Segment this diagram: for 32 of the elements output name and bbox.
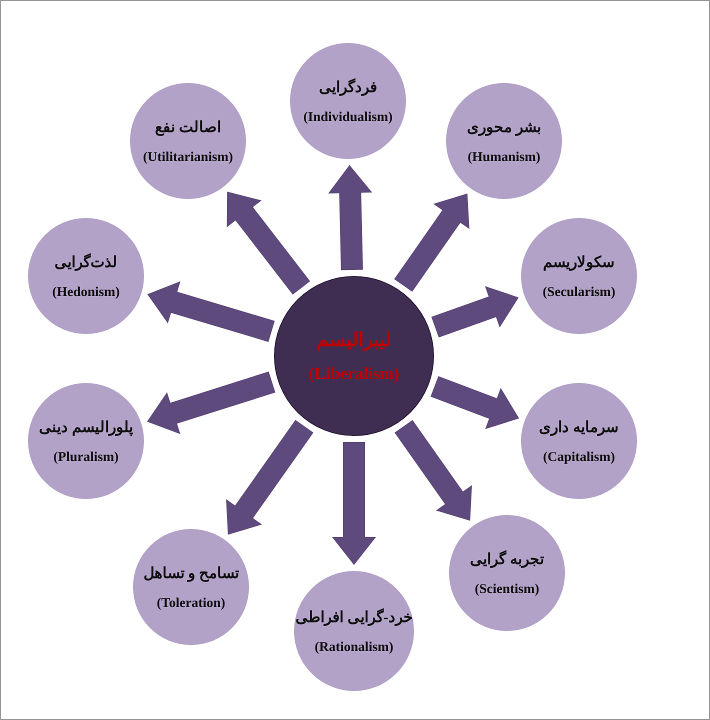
persian-term: تسامح و تساهل bbox=[143, 564, 239, 582]
english-term: (Scientism) bbox=[474, 580, 540, 596]
english-term: (Toleration) bbox=[156, 594, 226, 610]
persian-term: اصالت نفع bbox=[155, 118, 221, 136]
arrow bbox=[430, 376, 520, 430]
english-term: (Individualism) bbox=[303, 108, 393, 124]
english-term: (Secularism) bbox=[542, 284, 616, 300]
arrow bbox=[226, 192, 310, 295]
arrow bbox=[226, 420, 314, 535]
persian-term: سرمایه داری bbox=[539, 418, 619, 436]
persian-term: ليبراليسم bbox=[316, 329, 392, 352]
arrow bbox=[332, 442, 376, 565]
arrow bbox=[147, 281, 275, 342]
english-term: (Hedonism) bbox=[52, 284, 120, 300]
arrow bbox=[147, 372, 276, 434]
english-term: (Humanism) bbox=[468, 148, 540, 164]
english-term: (Rationalism) bbox=[314, 638, 394, 654]
arrow bbox=[394, 194, 470, 292]
english-term: (Pluralism) bbox=[53, 448, 119, 464]
english-term: (Utilitarianism) bbox=[143, 148, 233, 164]
arrow bbox=[431, 286, 519, 338]
arrow bbox=[394, 420, 472, 521]
persian-term: پلورالیسم دینی bbox=[39, 418, 133, 436]
arrow bbox=[328, 164, 372, 270]
english-term: (Capitalism) bbox=[543, 448, 615, 464]
persian-term: بشر محوری bbox=[467, 118, 541, 136]
persian-term: تجربه گرایی bbox=[470, 550, 544, 568]
persian-term: فردگرایی bbox=[319, 78, 377, 96]
persian-term: خرد-گرایی افراطی bbox=[296, 608, 412, 626]
persian-term: لذت‌گرایی bbox=[54, 252, 118, 272]
persian-term: سکولاریسم bbox=[543, 254, 615, 272]
english-term: (Liberalism) bbox=[308, 364, 400, 384]
